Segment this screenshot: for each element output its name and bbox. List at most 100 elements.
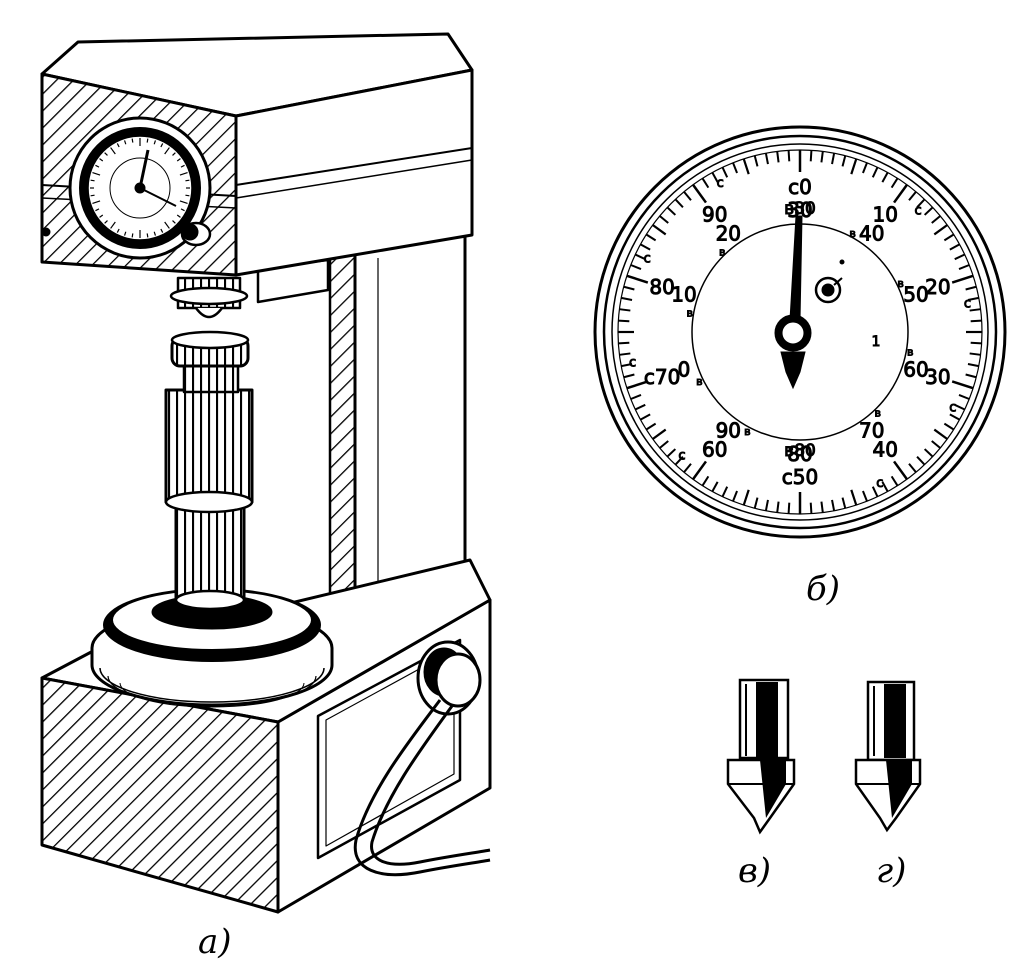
mini-gauge-tick <box>90 179 95 182</box>
mini-gauge-tick <box>92 200 101 205</box>
mini-gauge-tick <box>179 171 188 176</box>
dial-tick <box>787 502 791 514</box>
dial-tick <box>776 151 780 163</box>
dial-tick <box>721 486 729 498</box>
dial-tick <box>618 341 630 345</box>
hardness-tester-illustration <box>40 32 492 914</box>
dial-tick <box>645 422 657 431</box>
b-letter: в <box>696 375 702 388</box>
c-scale-label: 30 <box>925 365 950 389</box>
dial-tick <box>916 198 926 209</box>
mini-gauge-tick <box>104 152 108 156</box>
anvil-table <box>90 588 334 708</box>
dial-tick <box>764 499 769 511</box>
dial-tick <box>674 455 684 466</box>
dial-tick <box>862 162 868 174</box>
mini-gauge-tick <box>180 208 185 212</box>
dial-tick <box>970 341 982 345</box>
indenter-cone-v <box>726 678 796 835</box>
dial-tick <box>645 233 657 242</box>
dial-tick <box>958 264 970 270</box>
adjust-knob <box>180 221 212 247</box>
dial-tick <box>809 502 813 514</box>
dial-tick <box>933 224 948 236</box>
dial-tick <box>933 428 948 440</box>
dial-tick <box>674 198 684 209</box>
dial-tick <box>683 463 692 473</box>
c-scale-label: 20 <box>925 275 950 299</box>
dial-tick <box>634 403 646 411</box>
column-side-face <box>328 243 357 642</box>
dial-tick <box>659 215 669 224</box>
dial-tick <box>630 264 642 270</box>
lifting-screw <box>164 330 254 611</box>
dial-tick <box>732 162 738 174</box>
b-letter: в <box>686 307 692 320</box>
dial-tick <box>619 308 631 312</box>
c-scale-label: 10 <box>873 203 898 227</box>
mini-gauge-tick <box>176 214 181 218</box>
b-scale-label: 70 <box>859 419 884 443</box>
b-letter: в <box>719 245 725 258</box>
mini-gauge-tick <box>172 220 176 224</box>
dial-tick <box>787 150 791 162</box>
dial-tick <box>621 363 633 368</box>
loading-handwheel <box>416 640 482 716</box>
c-scale-label: 60 <box>702 437 727 461</box>
mini-gauge-tick <box>90 194 95 197</box>
dial-tick <box>923 448 934 458</box>
dial-tick <box>965 373 977 379</box>
dial-tick <box>623 285 635 291</box>
dial-tick <box>640 413 651 421</box>
dial-tick <box>753 497 759 509</box>
mini-gauge-tick <box>160 228 164 233</box>
base-side-panel <box>316 638 462 860</box>
b-scale-label: 50 <box>903 282 928 306</box>
dial-tick <box>969 308 981 312</box>
dial-tick <box>908 191 917 201</box>
revolution-counter <box>814 259 845 304</box>
dial-tick <box>640 243 651 251</box>
mini-gauge-tick <box>164 147 170 155</box>
dial-tick <box>652 224 667 236</box>
dial-tick <box>619 352 631 356</box>
dial-tick <box>621 296 633 301</box>
dial-tick <box>871 486 879 498</box>
mini-gauge-tick <box>160 143 164 148</box>
dial-tick <box>692 184 707 204</box>
inner-label-bottom: в80 <box>784 441 816 461</box>
dial-tick <box>742 489 750 506</box>
dial-tick <box>820 501 824 513</box>
dial-tick <box>967 296 979 301</box>
dial-tick <box>626 380 649 390</box>
mini-gauge-tick <box>110 147 116 155</box>
c-letter: c <box>964 296 971 311</box>
b-scale-label: 90 <box>716 419 741 443</box>
dial-tick <box>742 158 750 175</box>
b-scale-label: 10 <box>671 282 696 306</box>
caption-a: а) <box>198 922 232 962</box>
c-scale-label: c70 <box>644 365 680 389</box>
dial-tick <box>890 475 899 487</box>
c-letter: c <box>678 448 685 463</box>
dial-tick <box>753 155 759 167</box>
dial-tick <box>701 475 710 487</box>
dial-tick <box>666 448 677 458</box>
mini-gauge-tick <box>172 152 176 156</box>
b-scale-label: 80 <box>787 442 812 466</box>
caption-b: б) <box>806 569 840 609</box>
c-scale-label: 90 <box>702 203 727 227</box>
dial-tick <box>951 274 974 284</box>
dial-tick <box>951 380 974 390</box>
dial-tick <box>890 177 899 189</box>
dial-tick <box>701 177 710 189</box>
b-scale-label: 60 <box>903 358 928 382</box>
c-letter: c <box>876 476 883 491</box>
indenter-holder <box>169 258 330 319</box>
mini-gauge-tick <box>95 208 100 212</box>
c-scale-label: c0 <box>788 175 812 199</box>
